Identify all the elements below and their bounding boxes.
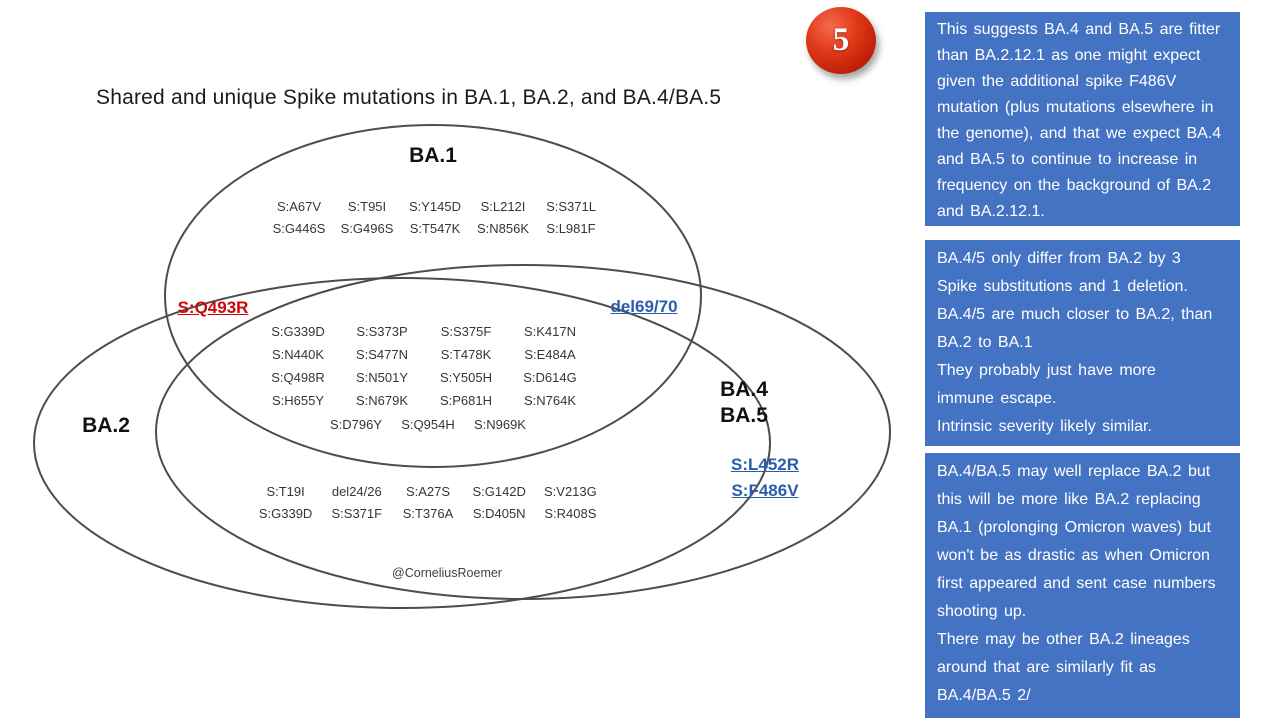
mutation-label: S:V213G	[544, 484, 597, 499]
mutation-label: S:K417N	[523, 324, 577, 339]
mutation-label: S:S371L	[546, 199, 596, 214]
mutation-label: S:S477N	[355, 347, 409, 362]
mutation-label: S:F486V	[731, 481, 799, 500]
mutation-label: S:N969K	[473, 417, 526, 432]
note-box-1: This suggests BA.4 and BA.5 are fitter t…	[925, 12, 1240, 226]
mutation-label: S:Y505H	[439, 370, 493, 385]
mutation-label: S:A67V	[276, 199, 322, 214]
mutation-label: S:A27S	[405, 484, 451, 499]
mutation-label: S:T376A	[402, 506, 454, 521]
mutations-ba45-unique: S:L452R S:F486V	[731, 452, 799, 504]
mutation-label: S:N856K	[476, 221, 530, 236]
mutation-label: S:N679K	[355, 393, 409, 408]
mutation-label: S:S375F	[440, 324, 492, 339]
note-box-2-text: BA.4/5 only differ from BA.2 by 3 Spike …	[937, 250, 1213, 435]
mutation-label: del24/26	[331, 484, 382, 499]
mutations-ba1-unique: S:A67V S:T95I S:Y145D S:L212I S:S371L S:G446S…	[265, 196, 605, 240]
ellipse-ba2	[33, 277, 771, 609]
mutation-label: S:G496S	[340, 221, 394, 236]
note-box-2: BA.4/5 only differ from BA.2 by 3 Spike …	[925, 240, 1240, 446]
set-label-ba45: BA.4 BA.5	[720, 378, 768, 427]
ellipse-ba45	[155, 264, 891, 600]
mutation-label: S:Q954H	[401, 417, 455, 432]
mutation-label: S:L981F	[546, 221, 596, 236]
note-box-3-text: BA.4/BA.5 may well replace BA.2 but this…	[937, 463, 1216, 704]
mutation-label: S:Y145D	[408, 199, 462, 214]
mutation-del6970-ba1-ba45: del69/70	[610, 297, 678, 316]
mutation-label: S:N764K	[523, 393, 577, 408]
slide-number-badge: 5	[806, 7, 876, 74]
attribution-handle: @CorneliusRoemer	[392, 566, 502, 580]
mutation-label: S:G142D	[472, 484, 526, 499]
slide-title: Shared and unique Spike mutations in BA.…	[96, 86, 722, 109]
mutation-label: S:H655Y	[271, 393, 325, 408]
mutation-label: S:N501Y	[355, 370, 409, 385]
mutation-label: S:T478K	[440, 347, 492, 362]
mutation-label: S:S371F	[331, 506, 383, 521]
mutation-label: S:D405N	[472, 506, 526, 521]
mutation-label: S:R408S	[544, 506, 597, 521]
venn-diagram	[33, 124, 891, 609]
mutation-label: S:N440K	[271, 347, 325, 362]
ellipse-ba1	[164, 124, 702, 468]
mutation-label: S:G339D	[271, 324, 325, 339]
mutation-label: S:P681H	[439, 393, 493, 408]
note-box-3: BA.4/BA.5 may well replace BA.2 but this…	[925, 453, 1240, 718]
mutation-label: S:G339D	[258, 506, 313, 521]
mutation-label: S:D614G	[523, 370, 577, 385]
mutations-core-shared: S:G339D S:S373P S:S375F S:K417N S:N440K S:S47…	[256, 320, 592, 412]
set-label-ba2: BA.2	[82, 414, 130, 437]
mutation-label: S:L452R	[730, 455, 800, 474]
mutation-label: S:Q498R	[271, 370, 325, 385]
mutation-label: S:T19I	[266, 484, 305, 499]
mutation-label: S:E484A	[524, 347, 576, 362]
mutation-label: S:T547K	[409, 221, 461, 236]
mutation-label: S:L212I	[480, 199, 526, 214]
mutation-label: S:S373P	[356, 324, 408, 339]
mutations-core-shared-last-row: S:D796Y S:Q954H S:N969K	[330, 413, 526, 436]
slide-number: 5	[832, 22, 850, 58]
mutation-label: S:D796Y	[330, 417, 383, 432]
note-box-1-text: This suggests BA.4 and BA.5 are fitter t…	[937, 21, 1222, 220]
mutation-q493r-ba1-ba2: S:Q493R	[177, 298, 249, 317]
mutations-ba2-ba45-shared: S:T19I del24/26 S:A27S S:G142D S:V213G S:G339…	[250, 481, 606, 525]
mutation-label: S:G446S	[272, 221, 326, 236]
set-label-ba1: BA.1	[409, 144, 457, 167]
mutation-label: S:T95I	[347, 199, 387, 214]
